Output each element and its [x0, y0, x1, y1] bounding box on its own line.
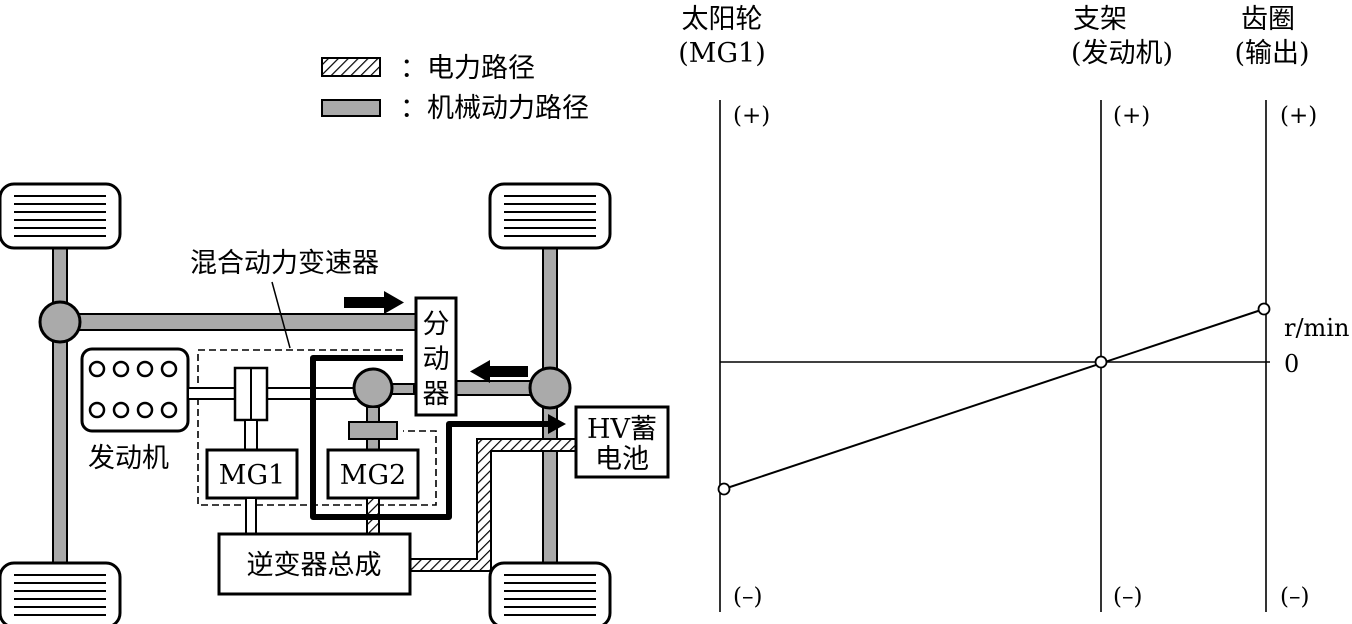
zero-label: 0: [1284, 350, 1299, 378]
sun-gear-sublabel: (MG1): [678, 38, 765, 69]
transaxle-box: [197, 349, 437, 506]
sun-minus: (–): [733, 584, 762, 610]
inverter-label: 逆变器总成: [247, 550, 382, 581]
engine-cylinder: [88, 401, 106, 419]
front-left-tire: [0, 182, 122, 250]
front-differential: [528, 366, 572, 410]
carrier-plus: (+): [1113, 103, 1150, 129]
legend-electric-label: ：电力路径: [400, 53, 535, 84]
legend-mechanical-label: ：机械动力路径: [400, 93, 589, 124]
rear-right-tire: [488, 561, 612, 624]
mg1-label: MG1: [219, 460, 285, 491]
engine-cylinder: [160, 401, 178, 419]
propeller-shaft: [73, 313, 417, 331]
speed-line: [723, 308, 1265, 490]
sun-plus: (+): [733, 103, 770, 129]
mg2-shaft-to-split: [391, 383, 415, 395]
power-flow-path: [310, 355, 552, 520]
engine-cylinder: [112, 401, 130, 419]
power-split-device: [414, 296, 458, 417]
ring-gear-label: 齿圈: [1241, 4, 1295, 35]
sun-gear-speed-point: [717, 482, 731, 496]
mechanical-path-swatch: [321, 99, 381, 117]
transaxle-leader: [271, 281, 291, 349]
front-right-tire: [488, 182, 612, 250]
rear-differential: [38, 300, 82, 344]
legend: ：电力路径 ：机械动力路径: [321, 53, 589, 124]
carrier-sublabel: (发动机): [1071, 38, 1173, 69]
nomograph: 太阳轮 (MG1) 支架 (发动机) 齿圈 (输出) (+) (–) (+) (…: [678, 4, 1349, 612]
inverter-box: [217, 532, 412, 596]
mg2-lower-shaft: [366, 438, 380, 451]
engine-cylinder: [112, 360, 130, 378]
arrow-left: [470, 360, 528, 383]
left-axle: [52, 247, 68, 565]
unit-label: r/min: [1284, 314, 1349, 342]
transaxle-label: 混合动力变速器: [190, 248, 379, 279]
rear-left-tire: [0, 561, 122, 624]
carrier-speed-point: [1094, 355, 1108, 369]
carrier-minus: (–): [1113, 584, 1142, 610]
ring-gear-speed-point: [1257, 302, 1271, 316]
main-shaft: [187, 387, 357, 400]
ring-minus: (–): [1280, 584, 1309, 610]
engine-cylinder: [160, 360, 178, 378]
electric-path-swatch: [321, 57, 381, 77]
output-shaft: [455, 380, 537, 396]
battery-label-line-1: HV蓄: [587, 414, 657, 445]
mg2-reduction-gear: [348, 421, 398, 440]
mg2-gear: [352, 367, 394, 409]
split-char-1: 分: [423, 309, 450, 340]
flow-arrowhead: [548, 414, 566, 434]
engine-cylinder: [88, 360, 106, 378]
engine-cylinder: [136, 360, 154, 378]
powertrain: 混合动力变速器 发动机 MG1 MG2 分 动: [0, 182, 670, 624]
split-char-2: 动: [423, 344, 450, 375]
sun-gear-label: 太阳轮: [682, 4, 763, 35]
arrow-right: [344, 291, 404, 314]
carrier-label: 支架: [1073, 4, 1127, 35]
engine-cylinder: [136, 401, 154, 419]
battery-label-line-2: 电池: [595, 444, 649, 475]
mg1-link-shaft: [244, 419, 258, 451]
split-char-3: 器: [423, 379, 450, 410]
mg1-inverter-wire: [245, 497, 257, 535]
ring-plus: (+): [1280, 103, 1317, 129]
engine-label: 发动机: [88, 443, 169, 474]
mg2-shaft: [366, 406, 380, 424]
mg2-label: MG2: [340, 460, 406, 491]
hv-battery-box: [574, 405, 670, 479]
ring-gear-sublabel: (输出): [1234, 38, 1309, 69]
